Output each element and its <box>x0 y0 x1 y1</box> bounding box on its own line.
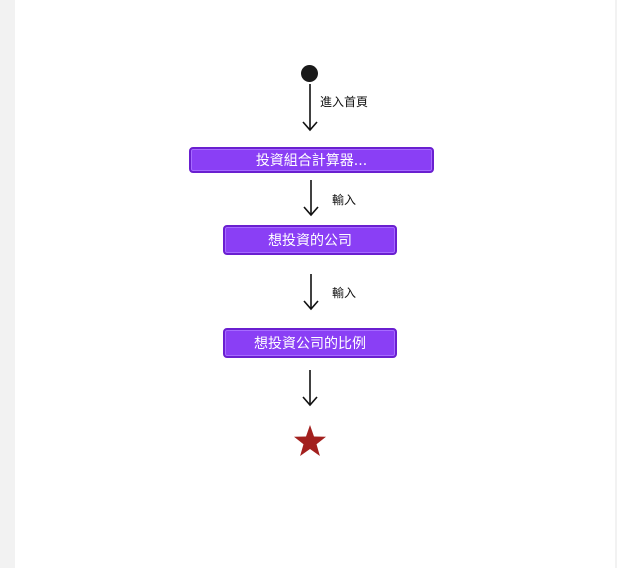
activity-portfolio-calculator: 投資組合計算器... <box>189 147 434 173</box>
edge-label-enter-home: 進入首頁 <box>320 95 369 109</box>
activity-investment-ratio: 想投資公司的比例 <box>223 328 397 358</box>
arrow-activity-1-to-2 <box>301 180 321 218</box>
star-icon <box>293 424 327 458</box>
arrow-start-to-activity-1 <box>300 84 320 134</box>
edge-label-input-2: 輸入 <box>332 286 357 300</box>
arrow-activity-3-to-end <box>300 370 320 408</box>
activity-target-companies: 想投資的公司 <box>223 225 397 255</box>
diagram-canvas <box>15 0 615 568</box>
edge-label-input-1: 輸入 <box>332 193 357 207</box>
start-node <box>301 65 318 82</box>
arrow-activity-2-to-3 <box>301 274 321 312</box>
